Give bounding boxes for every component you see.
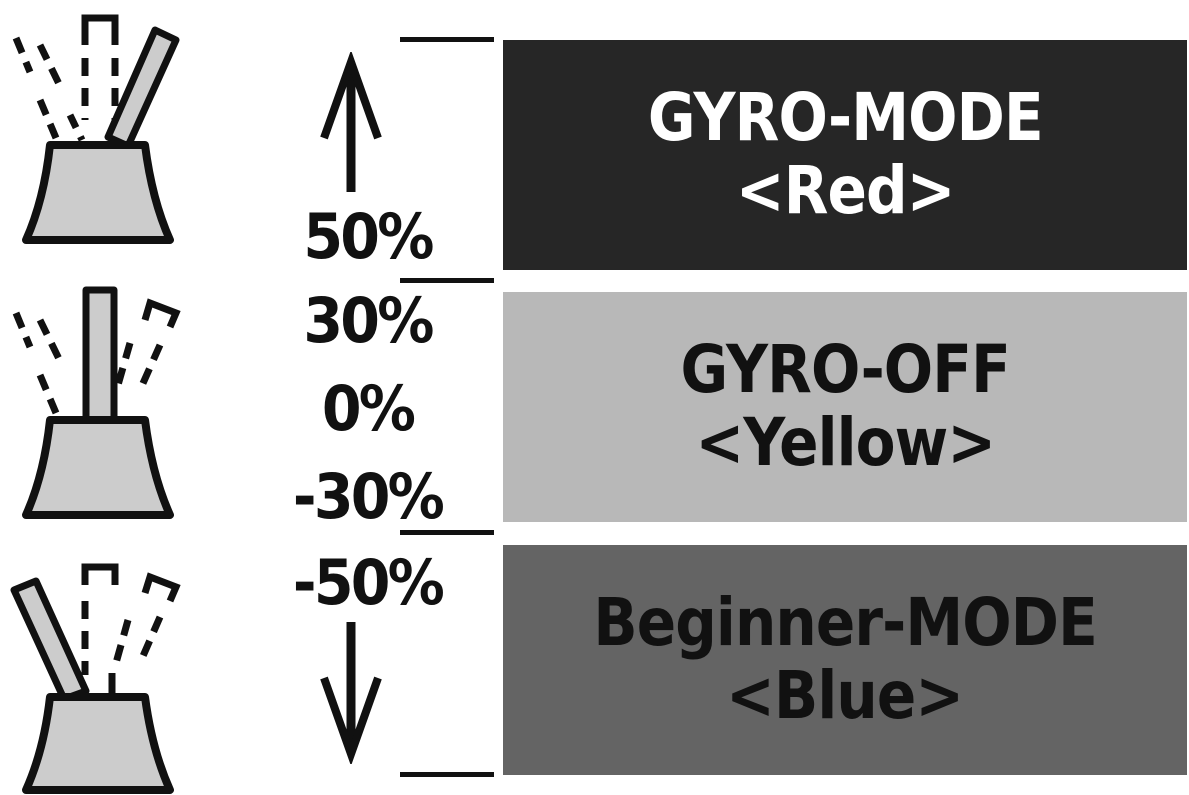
arrow-up-icon	[320, 52, 382, 192]
level-neg30: -30%	[292, 460, 445, 533]
separator-line	[400, 530, 494, 535]
switch-up-icon	[12, 14, 180, 244]
mode-color-label: <Blue>	[726, 657, 965, 734]
separator-line	[400, 772, 494, 777]
separator-line	[400, 37, 494, 42]
switch-down-icon	[10, 563, 181, 794]
mode-color-label: <Yellow>	[695, 404, 996, 481]
separator-line	[400, 278, 494, 283]
arrow-down-icon	[320, 622, 382, 764]
level-0: 0%	[321, 372, 416, 445]
level-neg50: -50%	[292, 546, 445, 619]
mode-color-label: <Red>	[735, 152, 956, 229]
mode-box-gyro-off: GYRO-OFF <Yellow>	[503, 292, 1187, 522]
level-30: 30%	[303, 284, 434, 357]
mode-box-beginner-mode: Beginner-MODE <Blue>	[503, 545, 1187, 775]
mode-name: Beginner-MODE	[593, 584, 1097, 662]
level-50: 50%	[303, 200, 434, 273]
switch-middle-icon	[12, 286, 181, 519]
mode-name: GYRO-OFF	[680, 331, 1010, 409]
mode-box-gyro-mode: GYRO-MODE <Red>	[503, 40, 1187, 270]
mode-name: GYRO-MODE	[647, 79, 1044, 157]
